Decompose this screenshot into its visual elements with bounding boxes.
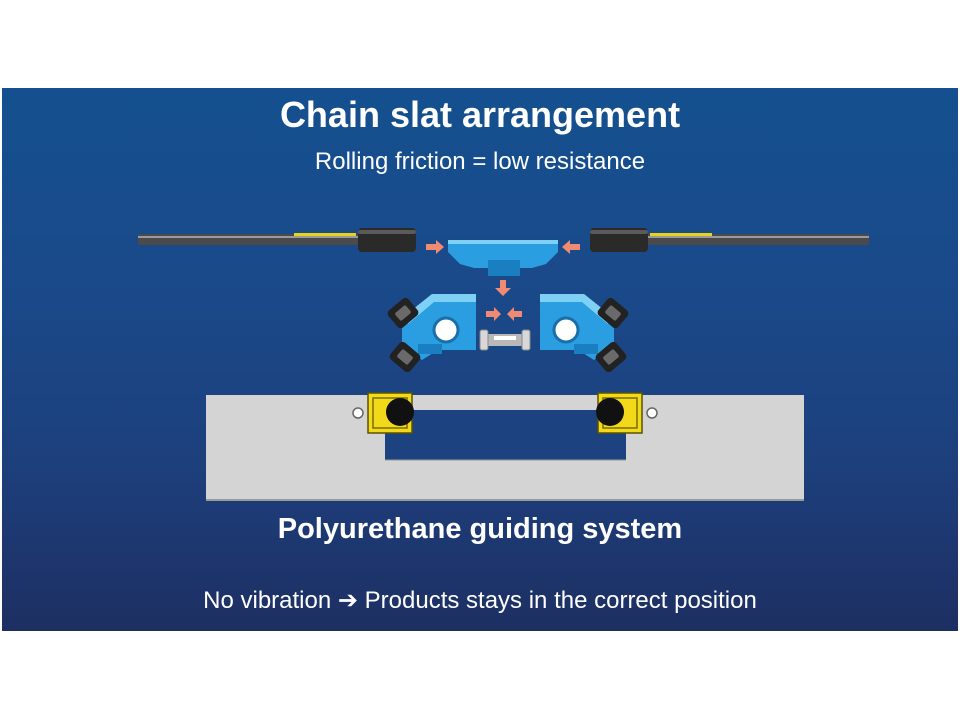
roller-wheel (595, 341, 627, 373)
slide: Chain slat arrangement Rolling friction … (2, 88, 958, 631)
roller-wheel (389, 341, 421, 373)
slide-subtitle: Rolling friction = low resistance (314, 148, 646, 175)
force-arrow (486, 307, 501, 321)
note-before: No vibration (203, 587, 332, 614)
note-after: Products stays in the correct position (364, 587, 757, 614)
chain-slat-diagram (138, 228, 869, 501)
left-polyurethane-guide (352, 392, 414, 434)
note-line: No vibration ➔ Products stays in the cor… (2, 586, 958, 615)
force-arrow (562, 240, 580, 254)
left-slat-arm (138, 228, 416, 252)
right-slat-arm (590, 228, 869, 252)
chain-pin (479, 329, 531, 351)
roller-wheel (387, 297, 419, 329)
guide-frame-profile (206, 395, 804, 501)
force-arrow (495, 280, 511, 296)
slat-joint-top (448, 240, 558, 276)
arrow-icon: ➔ (337, 587, 358, 614)
force-arrow (507, 307, 522, 321)
system-label: Polyurethane guiding system (277, 513, 683, 545)
roller-wheel (597, 297, 629, 329)
slide-title: Chain slat arrangement (279, 94, 681, 135)
force-arrow (426, 240, 444, 254)
left-guide-bracket (402, 294, 476, 360)
right-guide-bracket (540, 294, 614, 360)
right-polyurethane-guide (596, 392, 658, 434)
